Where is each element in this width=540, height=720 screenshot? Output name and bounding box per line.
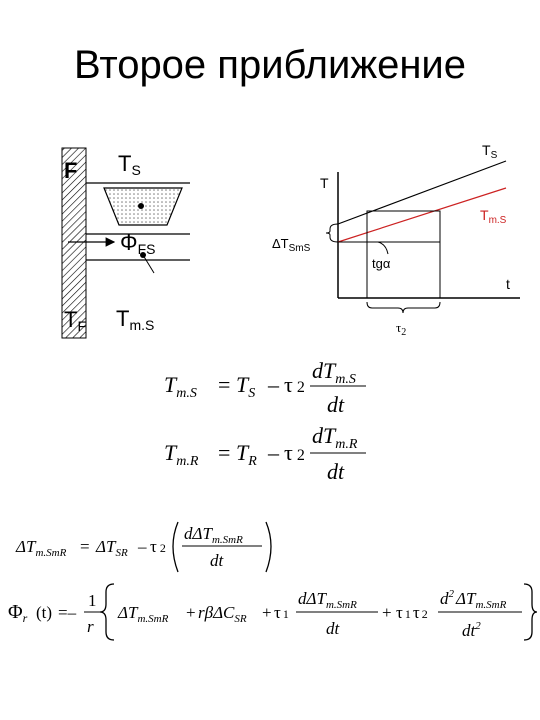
alpha-arc xyxy=(377,241,389,255)
eq4-arg: (t) xyxy=(36,603,52,622)
eq1-minus: – xyxy=(267,372,280,397)
eq4-phi: Φr xyxy=(8,601,28,625)
hatched-wall xyxy=(61,147,87,339)
delta-brace xyxy=(325,223,339,243)
eq4-plus3: + xyxy=(382,603,392,622)
eq3-lhs: ΔTm.SmR xyxy=(15,537,67,559)
eq4-left-brace xyxy=(99,583,115,641)
eq4-term1: ΔTm.SmR xyxy=(117,603,169,625)
label-tms-left: Tm.S xyxy=(116,306,154,333)
eq2-minus: – xyxy=(267,440,280,465)
axis-label-time: t xyxy=(506,276,510,292)
eq1-denominator: dt xyxy=(327,392,345,417)
flux-lead xyxy=(142,254,155,274)
eq4-equals-minus: =– xyxy=(58,603,77,622)
eq3-denominator: dt xyxy=(210,551,225,570)
eq4-plus1: + xyxy=(186,603,196,622)
eq3-numerator: dΔTm.SmR xyxy=(184,524,243,546)
eq2-denominator: dt xyxy=(327,459,345,484)
label-tf: TF xyxy=(64,307,86,334)
tau-brace xyxy=(366,301,441,314)
eq1-lhs: Tm.S xyxy=(164,372,197,401)
eq2-equals: = xyxy=(218,440,230,465)
eq4-frac1-numerator: dΔTm.SmR xyxy=(298,589,357,611)
eq4-right-brace xyxy=(523,583,538,641)
eq4-term2: rβΔCSR xyxy=(198,603,247,625)
eq1-ts: TS xyxy=(236,372,255,401)
eq2-lhs: Tm.R xyxy=(164,440,199,469)
eq1-numerator: dTm.S xyxy=(312,358,356,387)
eq2-numerator: dTm.R xyxy=(312,423,358,452)
wall-diagram: F TS ΦFS TF Tm.S xyxy=(61,147,190,339)
sensor-ts-point xyxy=(138,203,144,209)
label-line-ts: TS xyxy=(482,142,498,161)
eq2-tr: TR xyxy=(236,440,257,469)
eq3-equals: = xyxy=(80,537,90,556)
line-ts xyxy=(337,160,507,225)
slide-title: Второе приближение xyxy=(74,43,466,87)
delta-label: ΔTSmS xyxy=(272,236,311,254)
tau-label: τ2 xyxy=(396,320,406,338)
eq3-minus: – xyxy=(137,537,147,556)
eq3-rhs1: ΔTSR xyxy=(95,537,128,559)
eq4-frac1-denominator: dt xyxy=(326,619,341,638)
eq3-left-paren xyxy=(172,521,179,573)
label-ts: TS xyxy=(118,151,141,178)
axis-label-t: T xyxy=(320,175,329,191)
eq4-frac2-denominator: dt2 xyxy=(462,620,481,640)
temperature-graph: T t TS Tm.S ΔTSmS tgα τ2 xyxy=(272,142,520,338)
eq4-plus2: + xyxy=(262,603,272,622)
eq1-equals: = xyxy=(218,372,230,397)
label-phi-fs: ΦFS xyxy=(120,230,155,257)
label-line-tms: Tm.S xyxy=(480,207,507,226)
eq4-one: 1 xyxy=(88,591,97,610)
tau-window xyxy=(366,210,441,299)
tg-alpha-label: tgα xyxy=(372,256,391,271)
line-tms xyxy=(337,187,507,243)
eq3-right-paren xyxy=(265,521,272,573)
label-f: F xyxy=(64,158,77,183)
eq4-r: r xyxy=(87,617,94,636)
